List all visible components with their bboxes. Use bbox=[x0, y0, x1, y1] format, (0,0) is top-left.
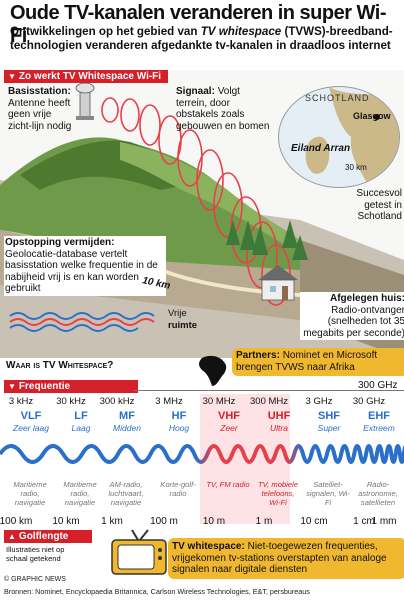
band-abbr: LF bbox=[74, 410, 88, 422]
partners-box: Partners: Nominet en Microsoft brengen T… bbox=[232, 348, 404, 376]
frequency-header: ▼Frequentie bbox=[4, 380, 138, 393]
wavelength-label: 10 m bbox=[202, 516, 226, 527]
congestion-title: Opstopping vermijden: bbox=[5, 237, 115, 248]
chevron-down-icon: ▼ bbox=[8, 72, 16, 81]
map-island: Eiland Arran bbox=[291, 143, 351, 154]
remote-house-title: Afgelegen huis: bbox=[329, 293, 404, 304]
success-caption: Succesvol getest in Schotland bbox=[356, 188, 402, 222]
subtitle-suffix: (TVWS)-breedband- bbox=[281, 25, 393, 38]
band-use: AM-radio, luchtvaart, navigatie bbox=[108, 480, 144, 507]
band-use: Maritieme radio, navigatie bbox=[63, 480, 97, 507]
free-space-line1: Vrije bbox=[168, 308, 187, 319]
partners-title: Partners: bbox=[236, 350, 280, 361]
scale-note: Illustraties niet op schaal getekend bbox=[6, 545, 65, 563]
map-shape bbox=[305, 87, 399, 187]
band-use: TV, FM radio bbox=[206, 480, 250, 489]
scotland-map: SCHOTLAND Glasgow Eiland Arran 30 km bbox=[278, 86, 400, 188]
wavelength-label: 10 cm bbox=[300, 516, 328, 527]
band-use: TV, mobiele telefoons, Wi-Fi bbox=[258, 480, 298, 507]
congestion-caption: Opstopping vermijden: Geolocatie-databas… bbox=[4, 236, 166, 296]
remote-house-text: Radio-ontvanger (snelheden tot 35 megabi… bbox=[303, 304, 404, 339]
band-name: Laag bbox=[71, 423, 91, 433]
tv-whitespace-box: TV whitespace: Niet-toegewezen frequenti… bbox=[168, 538, 404, 579]
band-abbr: VHF bbox=[218, 410, 240, 422]
band-name: Midden bbox=[113, 423, 141, 433]
frequency-max: 300 GHz bbox=[358, 380, 398, 391]
band-abbr: HF bbox=[171, 410, 187, 422]
wavelength-label: 100 m bbox=[150, 516, 178, 527]
wavelength-label: 100 km bbox=[0, 516, 33, 527]
band-abbr: MF bbox=[119, 410, 135, 422]
band-name: Ultra bbox=[270, 423, 288, 433]
frequency-label: 3 MHz bbox=[155, 396, 183, 407]
band-abbr: SHF bbox=[318, 410, 340, 422]
band-name: Zeer bbox=[220, 423, 238, 433]
basestation-text: Antenne heeft geen vrije zicht-lijn nodi… bbox=[8, 97, 72, 132]
band-use: Satelliet-signalen, Wi-Fi bbox=[306, 480, 350, 507]
antenna-icon bbox=[75, 82, 95, 120]
sources: Bronnen: Nominet, Encyclopaedia Britanni… bbox=[4, 587, 310, 596]
signal-title: Signaal: bbox=[176, 86, 215, 97]
map-region: SCHOTLAND bbox=[305, 93, 370, 103]
band-name: Zeer laag bbox=[13, 423, 49, 433]
basestation-caption: Basisstation: Antenne heeft geen vrije z… bbox=[8, 86, 78, 132]
wavelength-label: 1 km bbox=[101, 516, 123, 527]
subtitle-italic: TV whitespace bbox=[200, 25, 282, 38]
tv-whitespace-text: Niet-toegewezen frequenties, vrijgekomen… bbox=[172, 541, 387, 575]
free-space-label: Vrije ruimte bbox=[168, 308, 208, 331]
free-space-line2: ruimte bbox=[168, 319, 198, 331]
wavelength-label: 10 km bbox=[52, 516, 80, 527]
band-use: Korte-golf-radio bbox=[160, 480, 196, 498]
spectrum-wave bbox=[0, 444, 404, 464]
subtitle-prefix: Ontwikkelingen op het gebied van bbox=[10, 25, 201, 38]
house-icon bbox=[258, 265, 298, 301]
band-name: Extreem bbox=[363, 423, 395, 433]
chevron-up-icon: ▲ bbox=[8, 532, 16, 541]
what-is-header: Waar is TV Whitespace? bbox=[6, 360, 114, 371]
wavelength-last: 1 mm bbox=[371, 516, 397, 527]
tv-whitespace-title: TV whitespace: bbox=[172, 541, 245, 552]
how-it-works-label: Zo werkt TV Whitespace Wi-Fi bbox=[18, 71, 162, 82]
band-name: Hoog bbox=[168, 423, 190, 433]
wavelength-label: 1 m bbox=[255, 516, 273, 527]
partners-text: Nominet en Microsoft brengen TVWS naar A… bbox=[236, 350, 378, 373]
remote-house-caption: Afgelegen huis: Radio-ontvanger (snelhed… bbox=[300, 292, 404, 340]
band-abbr: VLF bbox=[20, 410, 42, 422]
band-abbr: UHF bbox=[267, 410, 291, 422]
how-it-works-header: ▼Zo werkt TV Whitespace Wi-Fi bbox=[4, 70, 168, 83]
band-use: Maritieme radio, navigatie bbox=[13, 480, 47, 507]
signal-text: Volgt terrein, door obstakels zoals gebo… bbox=[176, 86, 270, 132]
band-abbr: EHF bbox=[368, 410, 390, 422]
map-scale: 30 km bbox=[345, 163, 367, 172]
wavelength-label: Golflengte bbox=[18, 531, 69, 542]
frequency-label: 30 MHz bbox=[202, 396, 236, 407]
frequency-axis bbox=[134, 390, 404, 391]
subtitle: Ontwikkelingen op het gebied van TV whit… bbox=[10, 25, 402, 53]
frequency-label: 3 GHz bbox=[305, 396, 333, 407]
band-use: Radio-astronomie, satellieten bbox=[358, 480, 398, 507]
partners-row: Waar is TV Whitespace? Partners: Nominet… bbox=[0, 348, 404, 386]
band-name: Super bbox=[317, 423, 341, 433]
copyright: © GRAPHIC NEWS bbox=[4, 576, 66, 583]
frequency-label: 300 MHz bbox=[250, 396, 289, 407]
frequency-label: 30 kHz bbox=[56, 396, 86, 407]
tv-icon bbox=[111, 529, 167, 575]
africa-icon bbox=[199, 355, 227, 386]
chevron-down-icon: ▼ bbox=[8, 382, 16, 391]
subtitle-line2: technologien veranderen afgedankte tv-ka… bbox=[10, 39, 391, 52]
frequency-label: 30 GHz bbox=[352, 396, 386, 407]
basestation-title: Basisstation: bbox=[8, 86, 71, 97]
wavelength-label: 1 cm bbox=[353, 516, 375, 527]
scene-illustration: ▼Zo werkt TV Whitespace Wi-Fi Basisstati… bbox=[0, 70, 404, 358]
congestion-text: Geolocatie-database vertelt basisstation… bbox=[5, 248, 158, 295]
frequency-label: 300 kHz bbox=[99, 396, 135, 407]
frequency-label: 3 kHz bbox=[8, 396, 34, 407]
map-city: Glasgow bbox=[353, 111, 391, 121]
page-title: Oude TV-kanalen veranderen in super Wi-F… bbox=[10, 2, 386, 47]
frequency-label: Frequentie bbox=[18, 381, 71, 392]
wavelength-header: ▲Golflengte bbox=[4, 530, 92, 543]
signal-caption: Signaal: Volgt terrein, door obstakels z… bbox=[176, 86, 272, 132]
